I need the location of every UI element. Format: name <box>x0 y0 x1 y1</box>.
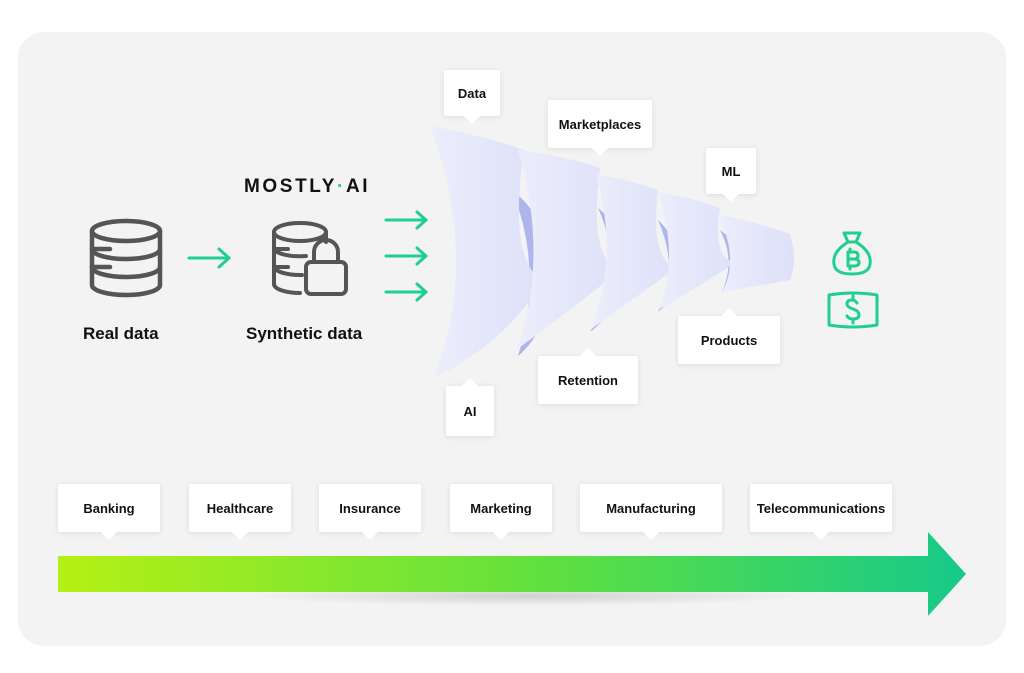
real-data-label: Real data <box>83 324 159 343</box>
industry-timeline-arrow <box>58 532 966 616</box>
funnel-graphic <box>430 126 794 378</box>
funnel-stage-ml: ML <box>706 148 756 202</box>
funnel-segment-1 <box>430 126 542 378</box>
industry-healthcare: Healthcare <box>189 484 291 540</box>
industry-telecommunications: Telecommunications <box>750 484 892 540</box>
database-icon <box>89 218 163 298</box>
synthetic-data-label: Synthetic data <box>246 324 363 343</box>
bitcoin-bag-icon <box>832 231 872 276</box>
funnel-segment-2 <box>516 150 620 350</box>
funnel-segment-4 <box>658 192 736 310</box>
dollar-bill-icon <box>827 291 879 329</box>
industry-marketing: Marketing <box>450 484 552 540</box>
funnel-stage-retention: Retention <box>538 348 638 404</box>
funnel-stage-products: Products <box>678 308 780 364</box>
funnel-stage-marketplaces: Marketplaces <box>548 100 652 156</box>
funnel-segment-3 <box>590 174 676 330</box>
industry-banking: Banking <box>58 484 160 540</box>
funnel-stage-data: Data <box>444 70 500 124</box>
diagram-panel <box>18 32 1006 646</box>
funnel-stage-ai: AI <box>446 378 494 436</box>
industry-manufacturing: Manufacturing <box>580 484 722 540</box>
database-lock-icon <box>272 221 348 296</box>
funnel-segment-5 <box>718 214 794 292</box>
arrow-right-icon <box>187 247 231 269</box>
industry-insurance: Insurance <box>319 484 421 540</box>
triple-arrow-icon <box>384 210 428 302</box>
brand-logo: MOSTLY·AI <box>244 176 371 197</box>
